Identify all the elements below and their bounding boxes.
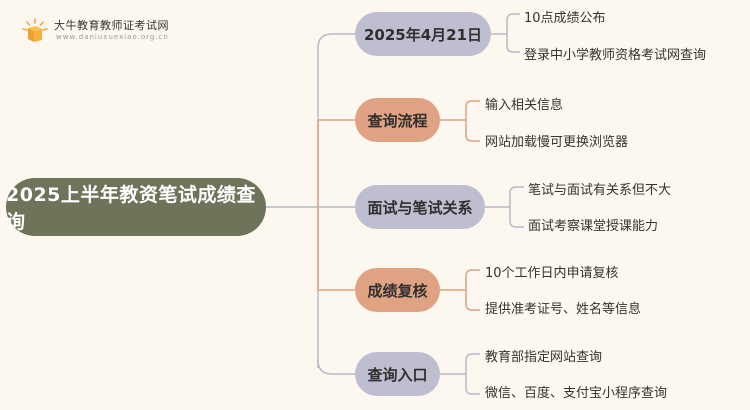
logo-title: 大牛教育教师证考试网 [54, 19, 169, 32]
leaf-text: 笔试与面试有关系但不大 [528, 183, 672, 198]
leaf-text: 网站加载慢可更换浏览器 [485, 135, 629, 150]
connector-branch-5 [317, 359, 355, 375]
leaf-text: 登录中小学教师资格考试网查询 [524, 48, 707, 63]
bracket-branch-2 [440, 100, 480, 142]
leaf-text: 教育部指定网站查询 [485, 350, 603, 365]
branch-node-date: 2025年4月21日 [355, 12, 491, 56]
branch-node-interview-relation: 面试与笔试关系 [355, 185, 485, 229]
branch-node-query-process: 查询流程 [355, 98, 440, 142]
branch-node-query-entry: 查询入口 [355, 352, 440, 396]
leaf-text: 提供准考证号、姓名等信息 [485, 302, 642, 317]
leaf-text: 10个工作日内申请复核 [485, 266, 619, 281]
connector-branch-1 [317, 33, 355, 49]
root-node: 2025上半年教资笔试成绩查询 [6, 178, 266, 236]
book-logo-icon [22, 18, 48, 42]
leaf-text: 微信、百度、支付宝小程序查询 [485, 386, 668, 401]
logo-url: www.daniuxuexiao.org.cn [56, 33, 169, 41]
bracket-branch-4 [440, 269, 480, 311]
site-logo: 大牛教育教师证考试网 www.daniuxuexiao.org.cn [18, 14, 188, 48]
leaf-text: 面试考察课堂授课能力 [528, 219, 659, 234]
bracket-branch-3 [485, 186, 524, 228]
leaf-text: 10点成绩公布 [524, 11, 606, 26]
bracket-branch-1 [491, 13, 520, 53]
leaf-text: 输入相关信息 [485, 98, 564, 113]
bracket-branch-5 [440, 353, 480, 395]
branch-node-score-review: 成绩复核 [355, 268, 440, 312]
